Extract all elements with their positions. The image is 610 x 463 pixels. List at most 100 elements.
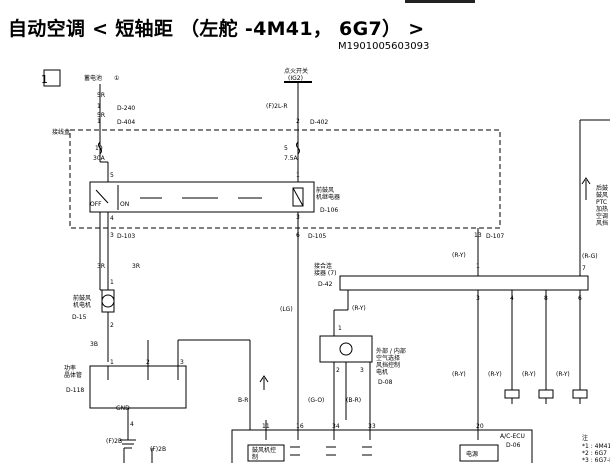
pin: 1 <box>110 359 114 366</box>
wire-label: (R-G) <box>582 253 598 260</box>
ecu-label: A/C-ECU <box>500 433 525 440</box>
blower-control-block <box>247 444 285 462</box>
pin: 11 <box>262 423 270 430</box>
blower-relay-box <box>89 181 315 213</box>
footnote: *3 : 6G7-M <box>582 457 610 463</box>
pin: 2 <box>336 367 340 374</box>
document-id: M1901005603093 <box>338 41 430 52</box>
joint-connector-box <box>339 275 589 291</box>
relay-off-label: OFF <box>90 201 102 208</box>
battery-ref: ① <box>114 75 119 82</box>
wire-label: (R-Y) <box>352 305 366 312</box>
pin: 6 <box>578 295 582 302</box>
power-block <box>459 444 499 462</box>
pin: 1 <box>476 263 480 270</box>
joint-connector-label: 接合连接器 (7) <box>314 262 336 277</box>
footnote: *2 : 6G7 <box>582 450 607 457</box>
blower-motor-box <box>101 289 115 313</box>
pin: 34 <box>332 423 340 430</box>
pin: 2 <box>146 359 150 366</box>
wire-label: (B-R) <box>346 397 361 404</box>
pin: 2 <box>110 322 114 329</box>
pin: 20 <box>476 423 484 430</box>
wire-label: 3B <box>90 341 98 348</box>
page-index-box <box>43 69 61 87</box>
pin: 1 <box>97 118 101 125</box>
wire-label: (R-Y) <box>488 371 502 378</box>
fuse-rating: 7.5A <box>284 155 299 162</box>
wire-label: (F)2B <box>150 446 166 453</box>
connector-ref: D-105 <box>308 233 326 240</box>
wire-label: 5R <box>97 92 105 99</box>
wire-label: (G-O) <box>308 397 324 404</box>
ignition-sub: (IG2) <box>288 75 303 82</box>
connector-ref: D-118 <box>66 387 84 394</box>
pin: 3 <box>360 367 364 374</box>
wire-label: (F)2L-R <box>266 103 288 110</box>
page-index: 1 <box>41 73 48 86</box>
power-transistor-box <box>89 365 187 409</box>
pin: 1 <box>338 325 342 332</box>
pin: 2 <box>296 118 300 125</box>
footnote: *1 : 4M41 <box>582 443 610 450</box>
connector-ref: D-06 <box>506 442 521 449</box>
pin: 4 <box>510 295 514 302</box>
wire-label: 3R <box>132 263 140 270</box>
gnd-label: GND <box>116 405 130 412</box>
wire-label: B-R <box>238 397 248 404</box>
battery-label: 蓄电池 <box>84 74 102 82</box>
connector-ref: D-15 <box>72 314 87 321</box>
wire-label: (LG) <box>280 306 293 313</box>
connector-ref: D-240 <box>117 105 135 112</box>
blower-motor-symbol <box>101 294 115 308</box>
pin: 1 <box>296 172 300 179</box>
pin: 4 <box>130 421 134 428</box>
connector-ref: D-08 <box>378 379 393 386</box>
pin: 1 <box>97 103 101 110</box>
pin: 3 <box>180 359 184 366</box>
connector-ref: D-42 <box>318 281 333 288</box>
blower-control-label: 鼓风机控制 <box>252 446 276 461</box>
pin: 6 <box>296 232 300 239</box>
connector-ref: D-107 <box>486 233 504 240</box>
pin: 8 <box>544 295 548 302</box>
pin: 33 <box>368 423 376 430</box>
pin: 1 <box>110 279 114 286</box>
relay-on-label: ON <box>120 201 129 208</box>
page-title: 自动空调 < 短轴距 （左舵 -4M41， 6G7） > <box>8 18 425 40</box>
top-edge-bar <box>405 0 475 3</box>
connector-ref: D-103 <box>117 233 135 240</box>
pin: 5 <box>110 172 114 179</box>
pin: 3 <box>110 232 114 239</box>
fuse-rating: 30A <box>93 155 106 162</box>
servo-box <box>319 335 373 363</box>
pin: 16 <box>296 423 304 430</box>
pin: 4 <box>110 215 114 222</box>
wire-label: (R-Y) <box>556 371 570 378</box>
wire-label: (R-Y) <box>452 371 466 378</box>
connector-ref: D-404 <box>117 119 135 126</box>
ecu-power-label: 电源 <box>466 450 478 458</box>
pin: 3 <box>476 295 480 302</box>
blower-motor-label: 前鼓风机电机 <box>73 294 91 309</box>
blower-relay-label: 前鼓风机继电器 <box>316 186 340 201</box>
servo-label: 外部 / 内部空气选择风挡控制电机 <box>376 347 406 376</box>
connector-ref: D-106 <box>320 207 338 214</box>
wire-label: (R-Y) <box>452 252 466 259</box>
connector-ref: D-402 <box>310 119 328 126</box>
fuse-number: 5 <box>284 145 288 152</box>
wire-label: 5R <box>97 112 105 119</box>
wire-label: 3R <box>97 263 105 270</box>
footnote: 注 <box>582 434 588 442</box>
pin: 7 <box>582 265 586 272</box>
ignition-label: 点火开关 <box>284 67 308 75</box>
pin: 3 <box>296 214 300 221</box>
power-transistor-label: 功率晶体管 <box>64 364 82 379</box>
wire-label: (F)2B <box>106 438 122 445</box>
junction-box-label: 接线盒 <box>52 128 70 136</box>
pin: 13 <box>474 232 482 239</box>
wire-label: (R-Y) <box>522 371 536 378</box>
ac-ecu-box <box>231 429 533 463</box>
